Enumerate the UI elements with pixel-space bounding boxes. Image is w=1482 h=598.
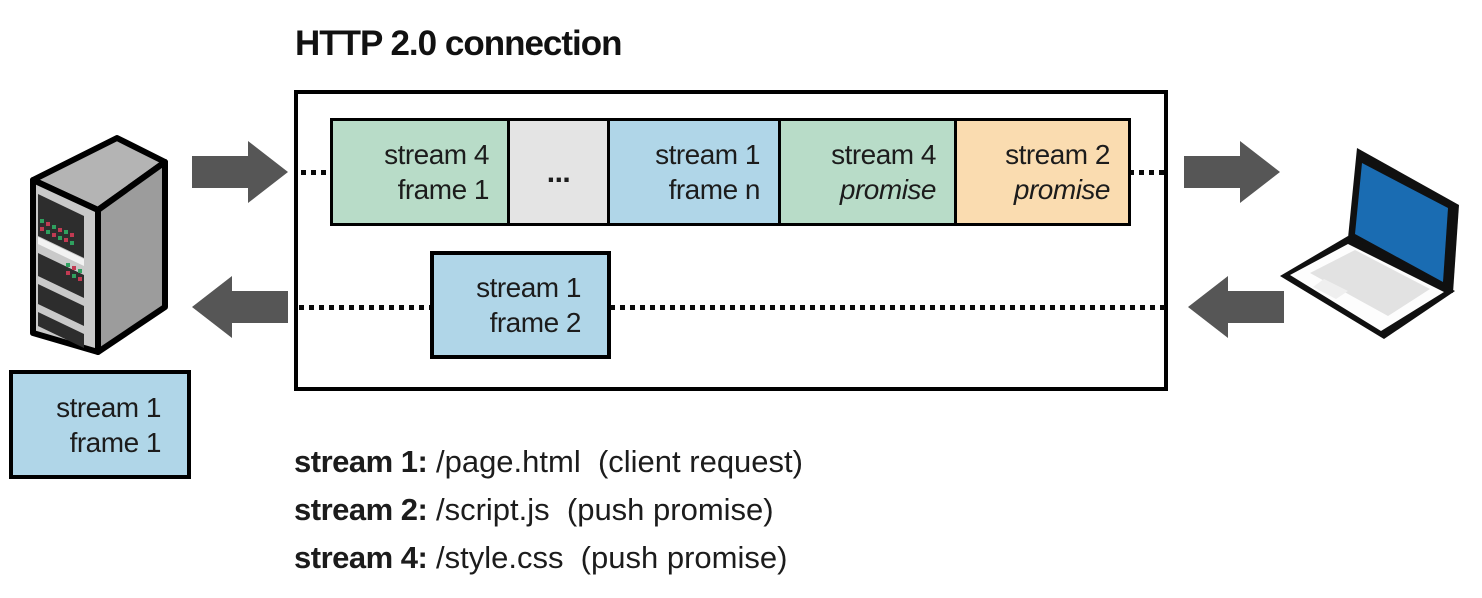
frame-stream2-promise: stream 2 promise: [954, 118, 1131, 226]
legend-row-stream4: stream 4: /style.css (push promise): [294, 534, 803, 582]
legend-row-stream1: stream 1: /page.html (client request): [294, 438, 803, 486]
laptop-icon: [1280, 148, 1459, 339]
frame-stream1-frame2: stream 1 frame 2: [430, 251, 611, 359]
frame-stream4-frame1: stream 4 frame 1: [330, 118, 510, 226]
legend-text: /script.js (push promise): [427, 492, 774, 527]
frame-label: frame 1: [397, 174, 490, 205]
frame-label: frame n: [668, 174, 761, 205]
frame-label: stream 1: [476, 272, 581, 303]
legend-label: stream 4:: [294, 540, 428, 575]
legend-label: stream 2:: [294, 492, 428, 527]
legend-label: stream 1:: [294, 444, 428, 479]
server-receive-arrow-left-icon: [192, 276, 288, 338]
server-tower-icon: [30, 135, 168, 355]
diagram-title: HTTP 2.0 connection: [295, 24, 623, 63]
dotted-line-bottom-left: [299, 305, 431, 310]
frame-stream4-promise: stream 4 promise: [778, 118, 957, 226]
frame-ellipsis: ...: [507, 118, 610, 226]
dotted-line-top-left: [301, 170, 332, 175]
dotted-line-bottom-right: [610, 305, 1165, 310]
frame-label: stream 1: [655, 139, 760, 170]
frame-label: promise: [839, 174, 937, 205]
frame-label: frame 1: [69, 426, 162, 458]
server-send-arrow-right-icon: [192, 141, 288, 203]
frame-stream1-frame1: stream 1 frame 1: [9, 370, 191, 479]
frame-label: stream 2: [1005, 139, 1110, 170]
http2-connection-box: [294, 90, 1168, 391]
frame-label: stream 4: [384, 139, 489, 170]
legend-text: /style.css (push promise): [427, 540, 788, 575]
client-send-arrow-left-icon: [1188, 276, 1284, 338]
frame-label: stream 4: [831, 139, 936, 170]
frame-label: stream 1: [56, 391, 161, 423]
dotted-line-top-right: [1129, 170, 1165, 175]
legend-row-stream2: stream 2: /script.js (push promise): [294, 486, 803, 534]
stream-legend: stream 1: /page.html (client request) st…: [294, 438, 803, 582]
frame-label: promise: [1013, 174, 1111, 205]
legend-text: /page.html (client request): [427, 444, 803, 479]
client-receive-arrow-right-icon: [1184, 141, 1280, 203]
ellipsis-label: ...: [546, 155, 571, 189]
frame-label: frame 2: [489, 307, 582, 338]
frame-stream1-frameN: stream 1 frame n: [607, 118, 781, 226]
